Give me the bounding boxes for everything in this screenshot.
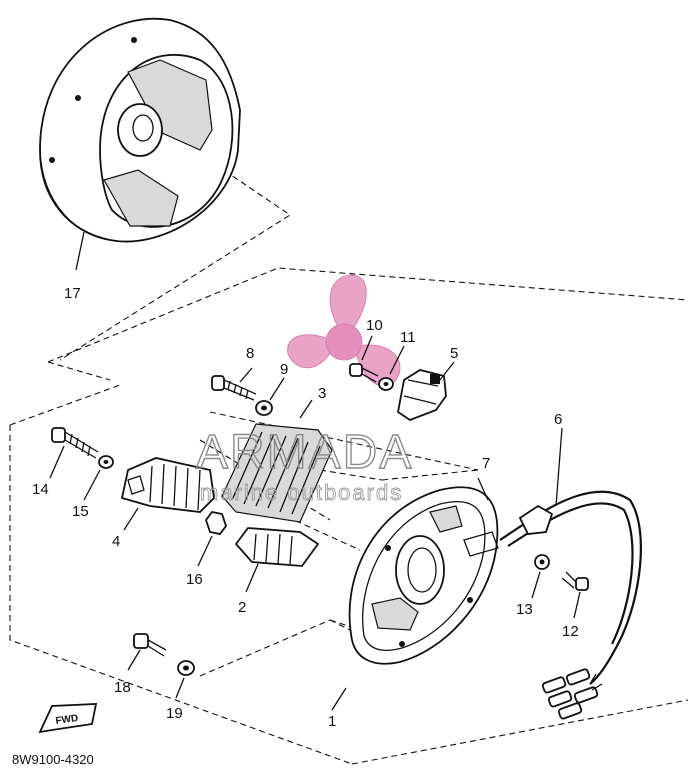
collar-16 [197,511,228,567]
callout-6: 6 [554,411,562,428]
flywheel-rotor [39,17,241,271]
washer-15 [83,455,114,501]
leader-1 [331,687,347,711]
connector-bundle [541,668,603,720]
armada-propeller-logo [287,274,401,387]
stator-base-plate [348,486,499,665]
washer-19 [175,660,195,699]
washer-13 [531,554,550,599]
callout-17: 17 [64,285,81,302]
callout-13: 13 [516,601,533,618]
fwd-arrow-icon: FWD [38,703,98,734]
callout-8: 8 [246,345,254,362]
callout-19: 19 [166,705,183,722]
pulser-5 [397,361,455,422]
grommet-7 [477,477,489,501]
callout-10: 10 [366,317,383,334]
callout-4: 4 [112,533,120,550]
bolt-18 [127,633,167,671]
watermark-subtitle: marine outboards [200,480,403,505]
callout-11: 11 [400,329,416,346]
lighting-coil-4 [120,457,215,531]
charge-coil-3 [221,399,333,523]
callout-1: 1 [328,713,336,730]
screw-12 [561,571,589,619]
callout-3: 3 [318,385,326,402]
source-coil-2 [234,527,320,593]
wire-harness-6 [499,427,643,720]
callout-7: 7 [482,455,490,472]
callout-9: 9 [280,361,288,378]
bolt-14 [49,427,99,479]
callout-18: 18 [114,679,131,696]
fwd-label: FWD [55,713,79,727]
screw-10 [349,335,379,383]
washer-9 [255,377,285,416]
watermark-title: ARMADA [196,426,413,479]
bolt-8 [211,367,257,401]
assembly-outline [9,267,689,765]
callout-12: 12 [562,623,579,640]
washer-11 [378,345,405,391]
callout-16: 16 [186,571,203,588]
callout-15: 15 [72,503,89,520]
callout-5: 5 [450,345,458,362]
callout-2: 2 [238,599,246,616]
diagram-reference-code: 8W9100-4320 [12,752,94,767]
callout-14: 14 [32,481,49,498]
